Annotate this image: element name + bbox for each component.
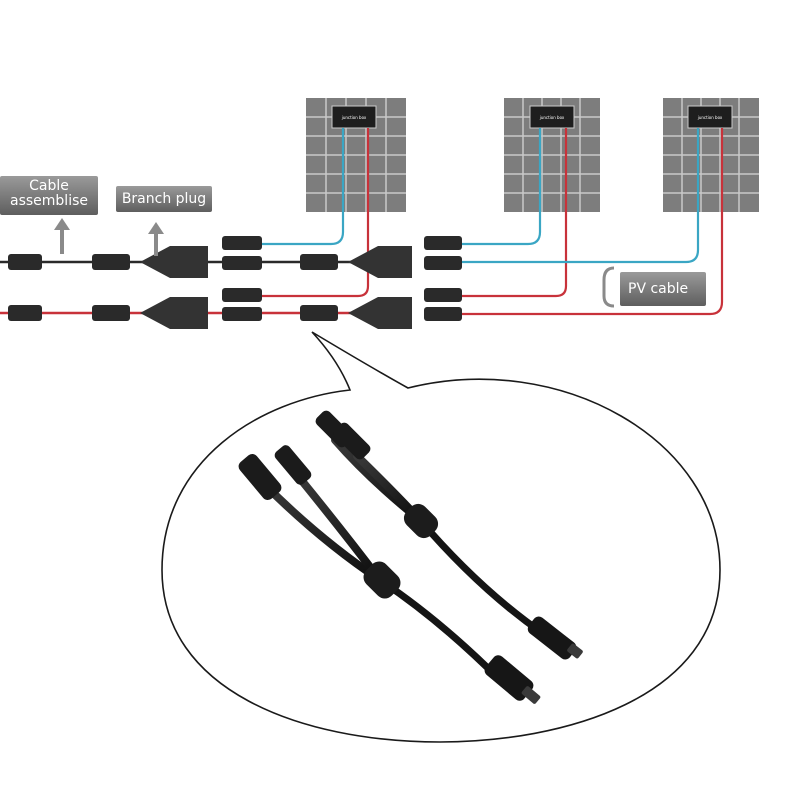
positive-wire: [262, 128, 370, 298]
junction-box-label: junction box: [341, 115, 367, 120]
mc4-connector: [92, 254, 130, 270]
branch-plug-connector: [140, 297, 208, 329]
mc4-connector: [222, 236, 262, 250]
junction-box: [687, 105, 733, 129]
solar-panel-3: junction box: [663, 98, 759, 212]
speech-bubble-icon: [161, 331, 721, 743]
junction-box-label: junction box: [539, 115, 565, 120]
branch-plug-connector: [348, 246, 412, 278]
mc4-connector: [300, 305, 338, 321]
branch-plug-connector: [140, 246, 208, 278]
bracket-arrow-icon: [602, 266, 615, 308]
mc4-connector: [424, 307, 462, 321]
branch-plug-label: Branch plug: [116, 186, 212, 212]
arrow-up-icon: [54, 218, 164, 256]
connectors: [8, 236, 462, 321]
mc4-connector: [424, 236, 462, 250]
mc4-connector: [222, 256, 262, 270]
y-splitter-cables: [238, 410, 583, 704]
mc4-connector: [222, 288, 262, 302]
branch-plug-connector: [348, 297, 412, 329]
cable-assemblies-label: Cable assemblise: [0, 176, 98, 215]
negative-wire: [462, 128, 700, 264]
solar-panel-2: junction box: [504, 98, 600, 212]
junction-box-label: junction box: [697, 115, 723, 120]
solar-panel-1: junction box: [306, 98, 406, 212]
mc4-connector: [8, 254, 42, 270]
mc4-connector: [424, 256, 462, 270]
negative-wire: [462, 128, 542, 246]
mc4-connector: [8, 305, 42, 321]
negative-wire: [262, 128, 345, 246]
y-splitter-1: [315, 410, 583, 660]
junction-box: [529, 105, 575, 129]
panel-wires: [262, 128, 724, 316]
positive-wire: [462, 128, 724, 316]
mc4-connector: [300, 254, 338, 270]
pv-cable-label: PV cable: [620, 272, 706, 306]
mc4-connector: [424, 288, 462, 302]
mc4-connector: [222, 307, 262, 321]
y-splitter-2: [238, 445, 541, 704]
branch-plugs: [140, 246, 412, 329]
positive-wire: [462, 128, 568, 298]
junction-box: [331, 105, 377, 129]
mc4-connector: [92, 305, 130, 321]
